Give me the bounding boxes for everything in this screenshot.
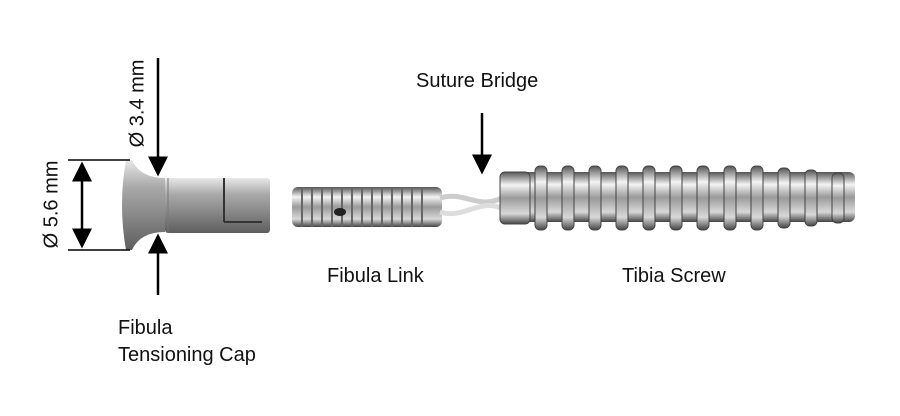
- tibia-screw-label: Tibia Screw: [622, 265, 726, 287]
- head-diameter-dimension: [68, 159, 130, 251]
- suture-bridge-label: Suture Bridge: [416, 70, 539, 92]
- head-diameter-label: Ø 5.6 mm: [40, 160, 63, 249]
- cap-label-line2: Tensioning Cap: [118, 344, 256, 366]
- fibula-link: [292, 187, 442, 227]
- cap-label-line1: Fibula: [118, 317, 173, 339]
- neck-diameter-label: Ø 3.4 mm: [126, 59, 149, 148]
- suture-bridge: [439, 113, 507, 217]
- fibula-link-label: Fibula Link: [327, 265, 424, 287]
- tibia-screw: [499, 165, 855, 231]
- fibula-tensioning-cap: [122, 160, 270, 250]
